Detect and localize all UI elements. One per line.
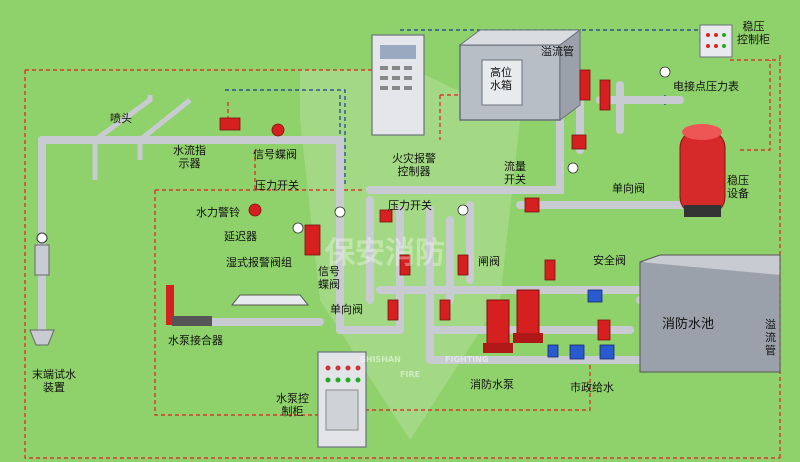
pressure-control-cabinet <box>699 24 733 58</box>
high-water-tank <box>458 29 582 121</box>
label-check-valve-2: 单向阀 <box>612 182 645 195</box>
label-valve: 闸阀 <box>478 255 500 268</box>
label-overflow-pipe-tank: 溢流管 <box>541 45 574 58</box>
label-contact-pressure-gauge: 电接点压力表 <box>673 80 739 93</box>
pump-adapter <box>166 285 212 326</box>
label-sprinkler: 喷头 <box>110 112 132 125</box>
watermark-en-3: FIGHTING <box>445 355 489 364</box>
label-pump-adapter: 水泵接合器 <box>168 334 223 347</box>
alarm-drain-tray <box>230 294 310 306</box>
pressure-gauges <box>292 66 671 234</box>
label-delay-device: 延迟器 <box>224 230 257 243</box>
pump-control-cabinet <box>317 351 367 448</box>
label-pressure-stabilizing-equipment: 稳压 设备 <box>727 174 749 200</box>
valves <box>219 69 611 341</box>
fire-water-pool <box>639 254 781 373</box>
label-high-water-tank: 高位 水箱 <box>490 66 512 92</box>
label-fire-water-pool: 消防水池 <box>662 317 715 332</box>
watermark-en-1: SHISHAN <box>360 355 401 364</box>
label-signal-butterfly-valve: 信号蝶阀 <box>253 148 297 161</box>
label-end-test-device: 末端试水 装置 <box>32 368 76 394</box>
end-test-device <box>29 232 55 346</box>
label-signal-butterfly-valve-2: 信号 蝶阀 <box>318 265 340 291</box>
fire-pumps <box>483 289 543 353</box>
label-water-motor-gong: 水力警铃 <box>196 206 240 219</box>
label-safety-valve: 安全阀 <box>593 254 626 267</box>
label-water-flow-indicator: 水流指 示器 <box>173 144 206 170</box>
label-overflow-pipe-pool: 溢 流 管 <box>765 318 776 357</box>
sprinkler-branches <box>92 95 192 180</box>
label-pump-control-cabinet: 水泵控 制柜 <box>276 392 309 418</box>
label-pressure-switch-1: 压力开关 <box>255 179 299 192</box>
label-flow-switch: 流量 开关 <box>504 160 526 186</box>
label-wet-alarm-valve: 湿式报警阀组 <box>226 256 292 269</box>
pressure-tank <box>679 124 726 217</box>
check-valves <box>547 289 615 360</box>
fire-alarm-controller <box>371 34 425 136</box>
label-municipal-water-supply: 市政给水 <box>570 381 614 394</box>
label-pressure-switch-2: 压力开关 <box>388 199 432 212</box>
label-check-valve-1: 单向阀 <box>330 303 363 316</box>
watermark-text: 保安消防 <box>325 236 445 271</box>
label-pressure-control-cabinet: 稳压 控制柜 <box>737 20 770 46</box>
watermark-en-2: FIRE <box>400 370 421 379</box>
signal-lines <box>24 55 781 459</box>
label-fire-alarm-controller: 火灾报警 控制器 <box>392 152 436 178</box>
label-fire-pump: 消防水泵 <box>470 378 514 391</box>
